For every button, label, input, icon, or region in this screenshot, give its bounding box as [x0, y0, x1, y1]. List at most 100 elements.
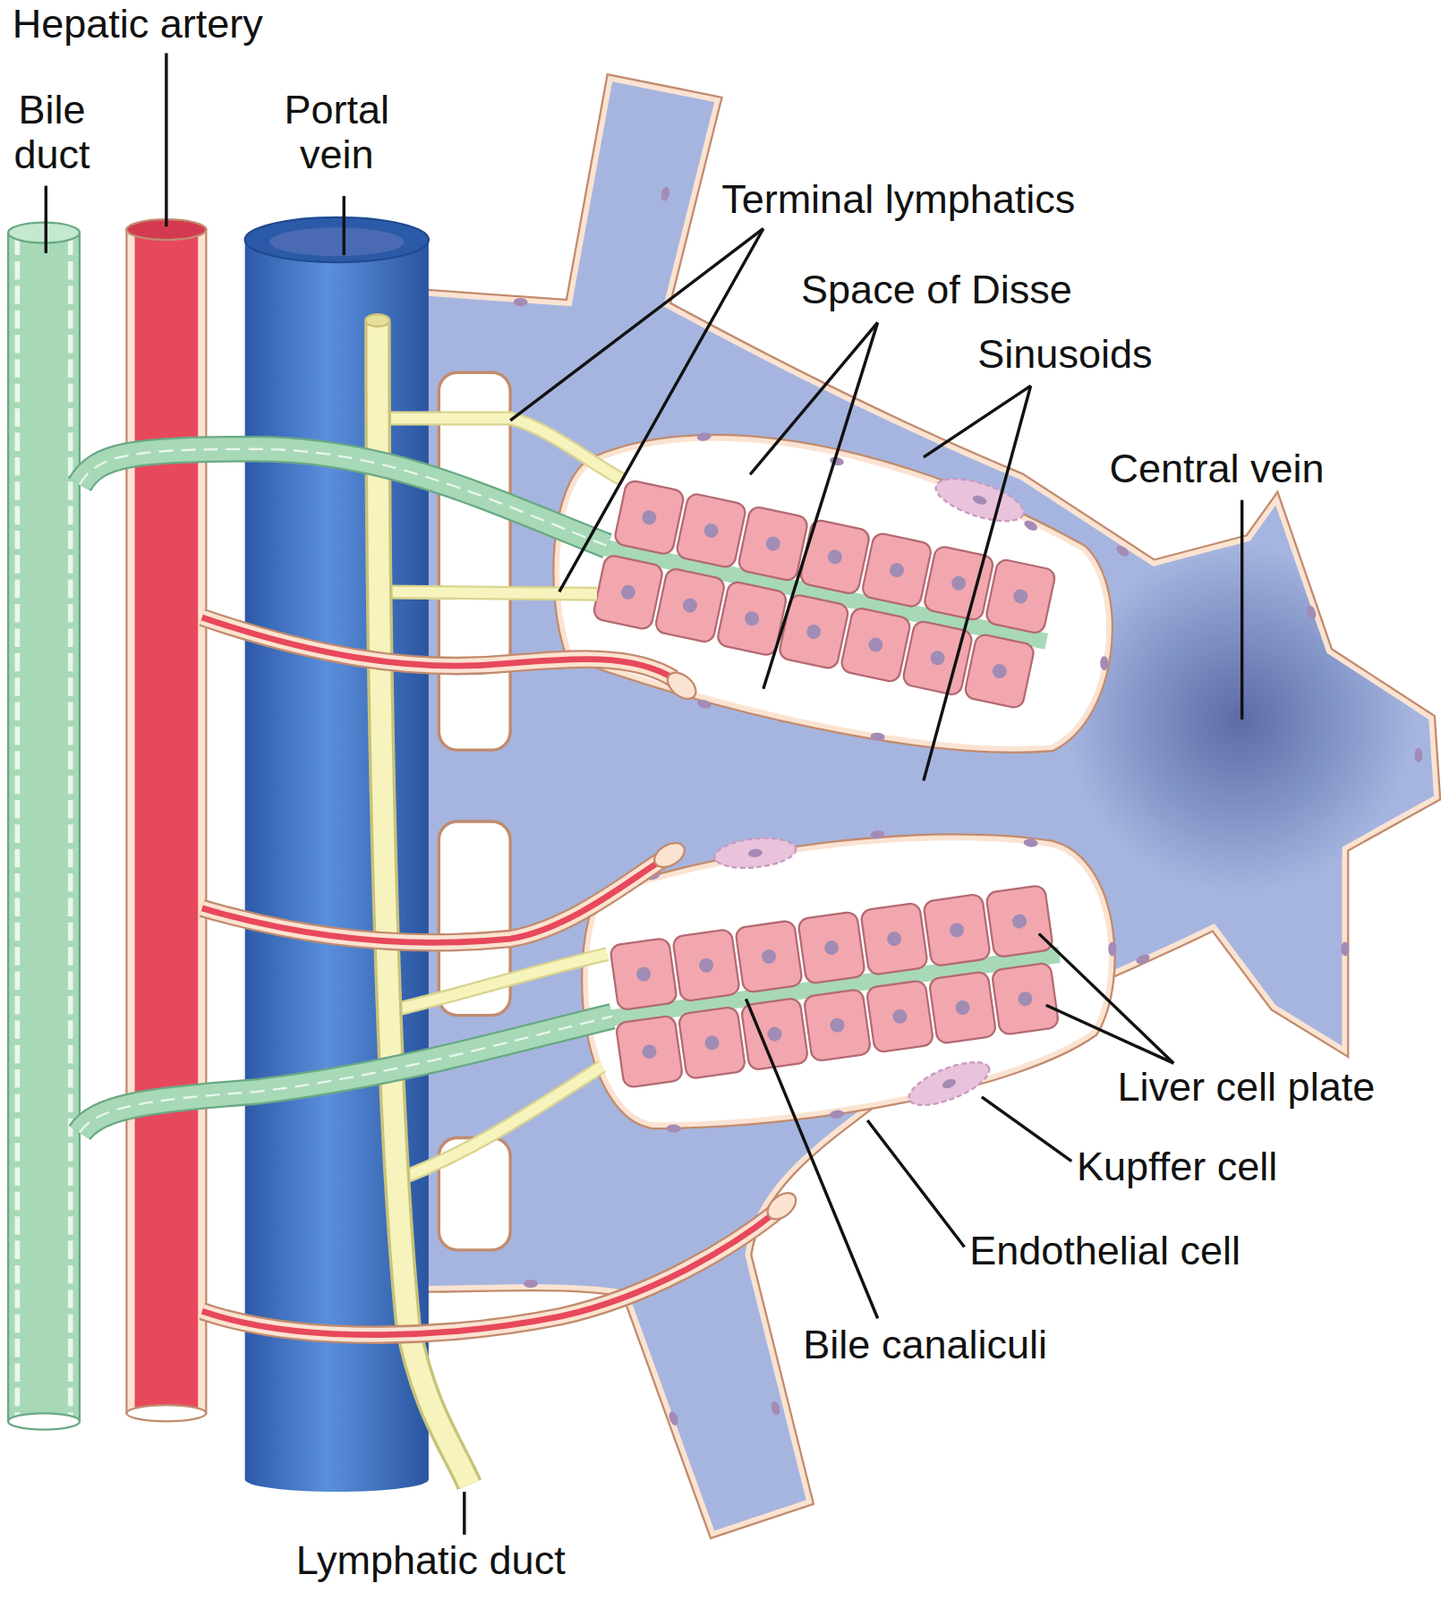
leader-line: [510, 228, 764, 420]
liver-cell-plate: [609, 937, 678, 1011]
space-of-disse: [559, 441, 1107, 747]
liver-cell-plate: [672, 929, 741, 1002]
endothelial-nucleus: [1134, 952, 1152, 966]
endothelial-nucleus: [828, 1109, 845, 1120]
liver-cell-plate: [963, 632, 1036, 709]
liver-cell-plate: [860, 902, 929, 975]
arteriole: [202, 859, 664, 943]
endothelial-nucleus: [1114, 543, 1131, 559]
space-of-disse: [588, 840, 1109, 1123]
part-label: Endothelial cell: [969, 1228, 1241, 1274]
bile-duct: [8, 232, 80, 1422]
liver-cell-plate: [615, 1014, 684, 1088]
liver-cell-plate: [797, 911, 866, 984]
hepatic-artery: [135, 230, 199, 1415]
arteriole: [202, 1212, 776, 1336]
liver-cell-plate: [613, 479, 685, 556]
leader-line: [750, 322, 879, 475]
space-of-disse: [559, 441, 1107, 747]
arteriole: [202, 859, 664, 943]
bile-ductule: [79, 449, 607, 546]
central-vein: [1066, 545, 1415, 894]
part-label: Space of Disse: [801, 267, 1073, 313]
bile-duct: [8, 222, 80, 244]
portal-vein: [245, 217, 429, 263]
portal-vein: [245, 1467, 429, 1493]
lymphatic-duct: [392, 954, 607, 1011]
bile-ductule: [79, 449, 607, 546]
part-label: Terminal lymphatics: [721, 177, 1075, 222]
kupffer-cell: [972, 494, 989, 507]
part-label: Kupffer cell: [1076, 1144, 1278, 1190]
space-of-disse: [588, 840, 1109, 1123]
part-label: Bile duct: [7, 87, 97, 177]
lymphatic-duct: [400, 1066, 603, 1179]
endothelial-nucleus: [869, 732, 886, 742]
arteriole: [202, 859, 664, 943]
bile-duct: [15, 237, 21, 1419]
lymphatic-duct: [392, 954, 607, 1011]
endothelial-nucleus: [1108, 941, 1117, 956]
endothelial-nucleus: [1414, 748, 1423, 763]
arteriole: [202, 617, 674, 679]
kupffer-cell: [713, 835, 798, 872]
endothelial-nucleus: [1023, 838, 1039, 848]
arteriole: [649, 838, 689, 873]
hepatic-artery: [126, 1405, 206, 1422]
part-label: Central vein: [1108, 446, 1324, 492]
kupffer-cell: [903, 1053, 996, 1115]
part-label: Liver cell plate: [1117, 1065, 1376, 1110]
hepatic-artery: [126, 230, 206, 1415]
leader-line: [462, 1492, 466, 1535]
lymphatic-duct: [385, 591, 597, 594]
arteriole: [202, 617, 674, 679]
endothelial-nucleus: [513, 298, 529, 307]
part-label: Bile canaliculi: [802, 1322, 1048, 1368]
endothelial-nucleus: [696, 431, 712, 443]
arteriole: [202, 1212, 776, 1336]
endothelial-nucleus: [1022, 518, 1039, 533]
leader-line: [45, 52, 1242, 1535]
leader-line: [342, 196, 346, 256]
lymphatic-duct: [385, 591, 597, 594]
endothelial-nucleus: [667, 1410, 681, 1427]
space-of-disse: [559, 441, 1109, 1124]
portal-vein: [269, 227, 405, 256]
liver-cell-plate: [592, 554, 665, 631]
part-label: Hepatic artery: [12, 1, 264, 47]
leader-line: [923, 385, 1032, 781]
leader-line: [1046, 1005, 1175, 1064]
part-label: Lymphatic duct: [296, 1538, 566, 1584]
interlobular-gap: [438, 372, 511, 751]
bile-ductule: [79, 449, 607, 546]
hepatic-artery: [126, 219, 206, 1422]
liver-cell-plate: [654, 567, 726, 644]
bile-ductule: [79, 1016, 613, 1134]
arteriole: [202, 1212, 776, 1336]
liver-cell-plate: [594, 884, 1069, 1090]
leader-line: [981, 1097, 1072, 1162]
leader-line: [1240, 500, 1244, 720]
bile-duct: [8, 1413, 80, 1430]
arteriole: [662, 667, 701, 705]
endothelial-nucleus: [769, 1400, 782, 1417]
arteriole: [202, 617, 802, 1336]
endothelial-nucleus: [523, 1279, 538, 1288]
leader-line: [164, 52, 168, 227]
part-label: Portal vein: [255, 87, 418, 177]
part-label: Sinusoids: [977, 332, 1152, 377]
endothelial-nucleus: [1099, 656, 1109, 671]
endothelial-nucleus: [869, 830, 886, 840]
lymphatic-duct: [400, 1066, 603, 1179]
bile-ductule: [79, 1016, 613, 1134]
liver-cell-plate: [678, 1006, 747, 1080]
central-vein: [1066, 545, 1415, 894]
liver-cell-plate: [984, 558, 1057, 635]
lymphatic-duct: [365, 314, 390, 327]
liver-cell-plate: [803, 989, 872, 1062]
bile-duct: [68, 237, 74, 1419]
liver-cell-plate: [799, 519, 871, 596]
liver-cell-plate: [675, 492, 748, 569]
kupffer-cell: [940, 1077, 957, 1091]
